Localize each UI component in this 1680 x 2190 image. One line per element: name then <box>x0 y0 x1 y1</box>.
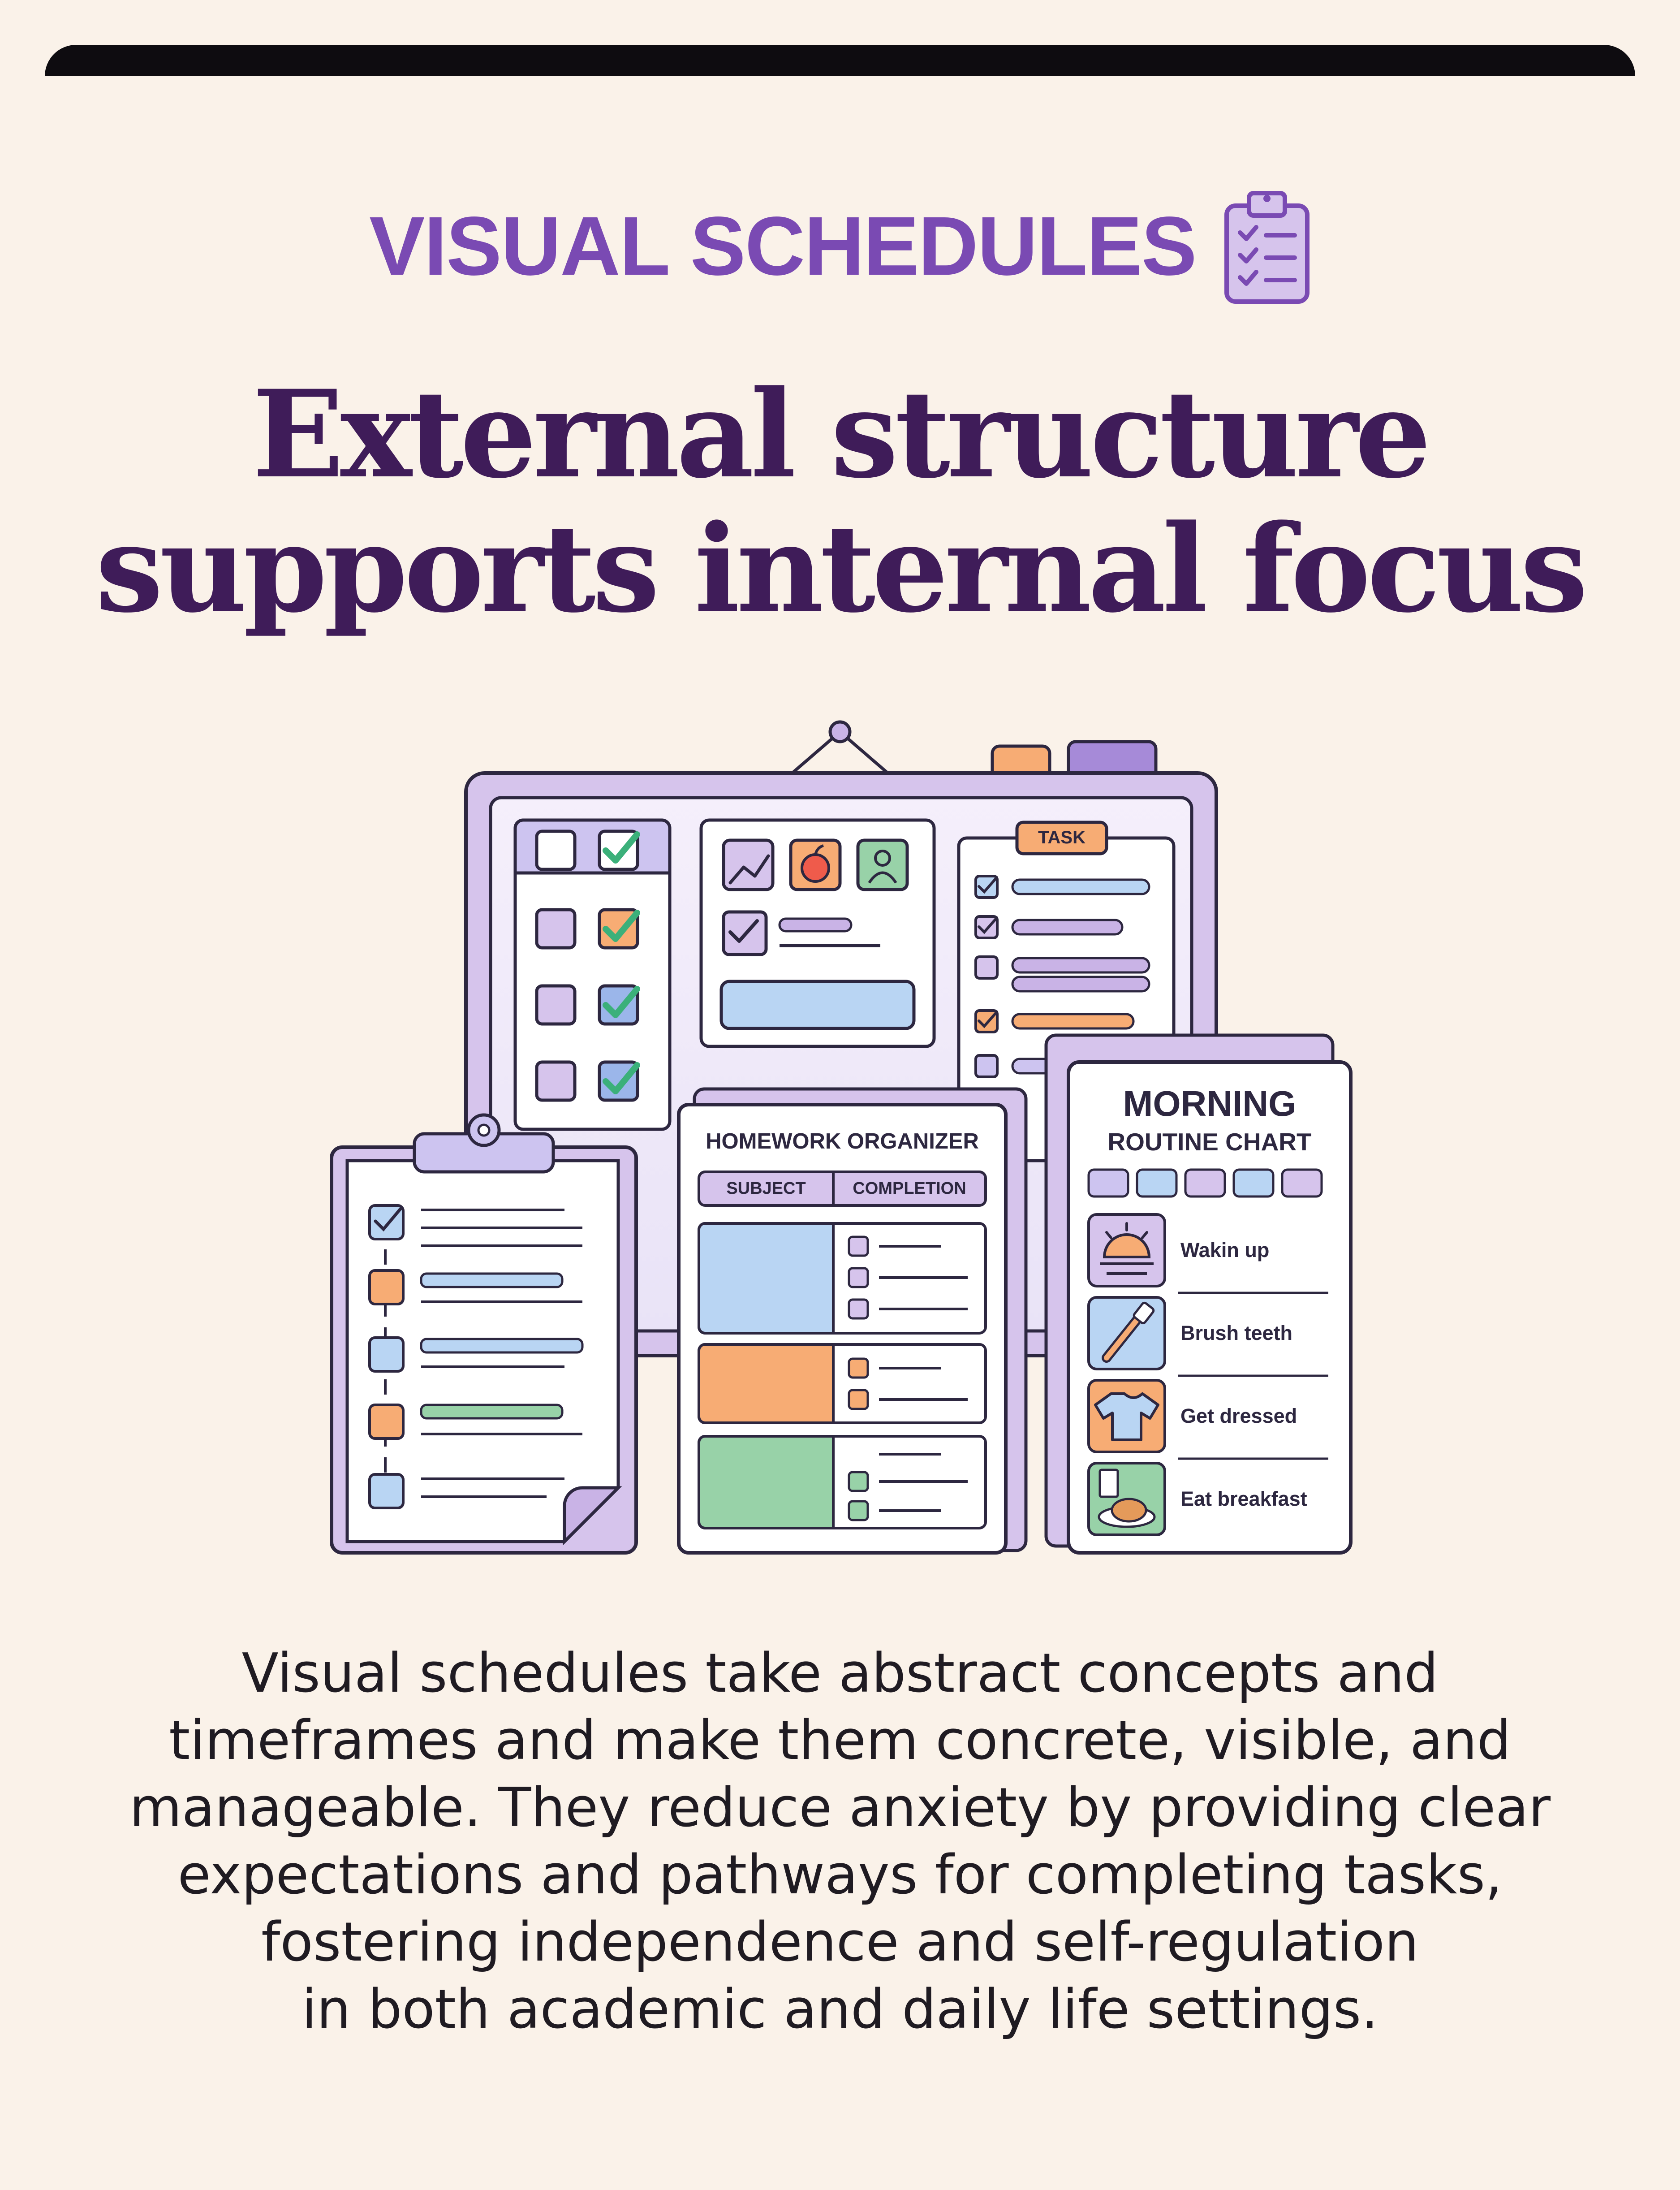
morning-title: MORNING <box>1123 1084 1297 1123</box>
routine-item: Brush teeth <box>1180 1322 1292 1344</box>
kicker-title: VISUAL SCHEDULES <box>369 200 1197 293</box>
headline-line-2: supports internal focus <box>95 498 1588 639</box>
routine-item: Get dressed <box>1180 1404 1297 1427</box>
homework-title: HOMEWORK ORGANIZER <box>706 1129 979 1153</box>
teacher-icon <box>856 838 909 891</box>
visual-schedules-illustration: TASK <box>330 720 1353 1555</box>
morning-subtitle: ROUTINE CHART <box>1107 1128 1311 1156</box>
body-line: expectations and pathways for completing… <box>177 1844 1503 1906</box>
breakfast-icon <box>1087 1462 1166 1536</box>
headline: External structure supports internal foc… <box>0 367 1680 636</box>
routine-item: Eat breakfast <box>1180 1487 1307 1510</box>
clipboard-checklist-icon <box>1224 191 1310 304</box>
apple-icon <box>789 838 842 891</box>
toothbrush-icon <box>1087 1296 1166 1370</box>
sunrise-icon <box>1087 1213 1166 1287</box>
task-label: TASK <box>1038 828 1086 847</box>
clipboard <box>330 1113 638 1555</box>
homework-col-completion: COMPLETION <box>853 1179 966 1198</box>
morning-routine-chart: MORNING ROUTINE CHART Wakin up Brush te <box>1044 1033 1353 1555</box>
body-line: manageable. They reduce anxiety by provi… <box>129 1777 1551 1839</box>
icon-card <box>699 818 936 1048</box>
chart-icon <box>722 838 775 891</box>
homework-organizer: HOMEWORK ORGANIZER SUBJECT COMPLETION <box>677 1087 1028 1555</box>
headline-line-1: External structure <box>252 364 1431 505</box>
body-line: fostering independence and self-regulati… <box>261 1911 1419 1974</box>
routine-item: Wakin up <box>1180 1239 1269 1261</box>
body-paragraph: Visual schedules take abstract concepts … <box>112 1640 1568 2043</box>
shirt-icon <box>1087 1379 1166 1453</box>
body-line: timeframes and make them concrete, visib… <box>169 1710 1511 1772</box>
homework-col-subject: SUBJECT <box>726 1179 806 1198</box>
body-line: in both academic and daily life settings… <box>302 1978 1378 2041</box>
body-line: Visual schedules take abstract concepts … <box>241 1642 1439 1705</box>
kicker-row: VISUAL SCHEDULES <box>0 179 1680 314</box>
top-bar <box>45 45 1635 76</box>
checklist-card <box>513 818 672 1131</box>
